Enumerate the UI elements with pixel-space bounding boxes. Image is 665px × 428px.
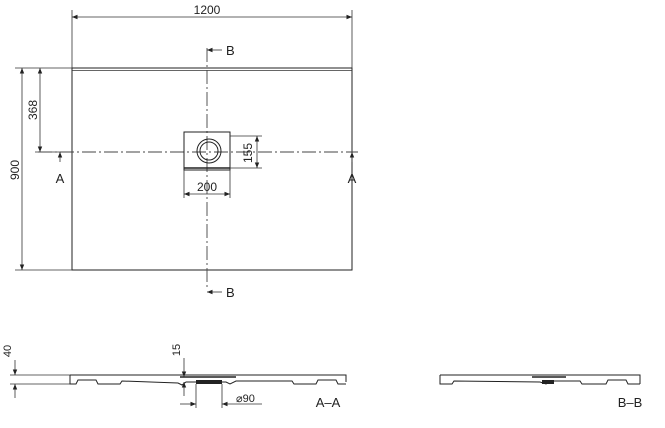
aa-tray-top-surface <box>70 374 347 382</box>
bb-tray-bottom-profile <box>439 375 640 385</box>
depth-dimension-label: 900 <box>8 160 22 180</box>
aa-depth-label: 15 <box>171 344 183 356</box>
plan-view: 1200 900 368 200 155 A A <box>8 3 358 300</box>
tray-outline <box>71 67 353 271</box>
aa-diameter-label: ⌀90 <box>236 393 255 405</box>
section-a-left-label: A <box>56 171 65 186</box>
drain-height-label: 155 <box>241 143 255 163</box>
drain-inner-ring <box>199 141 219 161</box>
aa-section-title: A–A <box>316 395 341 410</box>
drain-width-label: 200 <box>197 180 217 194</box>
drain-box <box>183 131 231 171</box>
section-aa-view: 40 15 ⌀90 A–A <box>2 344 347 410</box>
section-b-top-label: B <box>226 43 235 58</box>
bb-section-title: B–B <box>618 395 643 410</box>
offset-dimension-label: 368 <box>26 100 40 120</box>
section-bb-view: B–B <box>439 374 643 410</box>
section-a-right-label: A <box>348 171 357 186</box>
width-dimension-label: 1200 <box>194 3 221 17</box>
section-b-bottom-label: B <box>226 285 235 300</box>
bb-tray-top-surface <box>440 374 641 384</box>
aa-height-label: 40 <box>2 345 14 357</box>
aa-drain-body <box>196 380 222 384</box>
drain-outer-ring <box>196 138 222 164</box>
bb-drain-body <box>542 380 554 384</box>
